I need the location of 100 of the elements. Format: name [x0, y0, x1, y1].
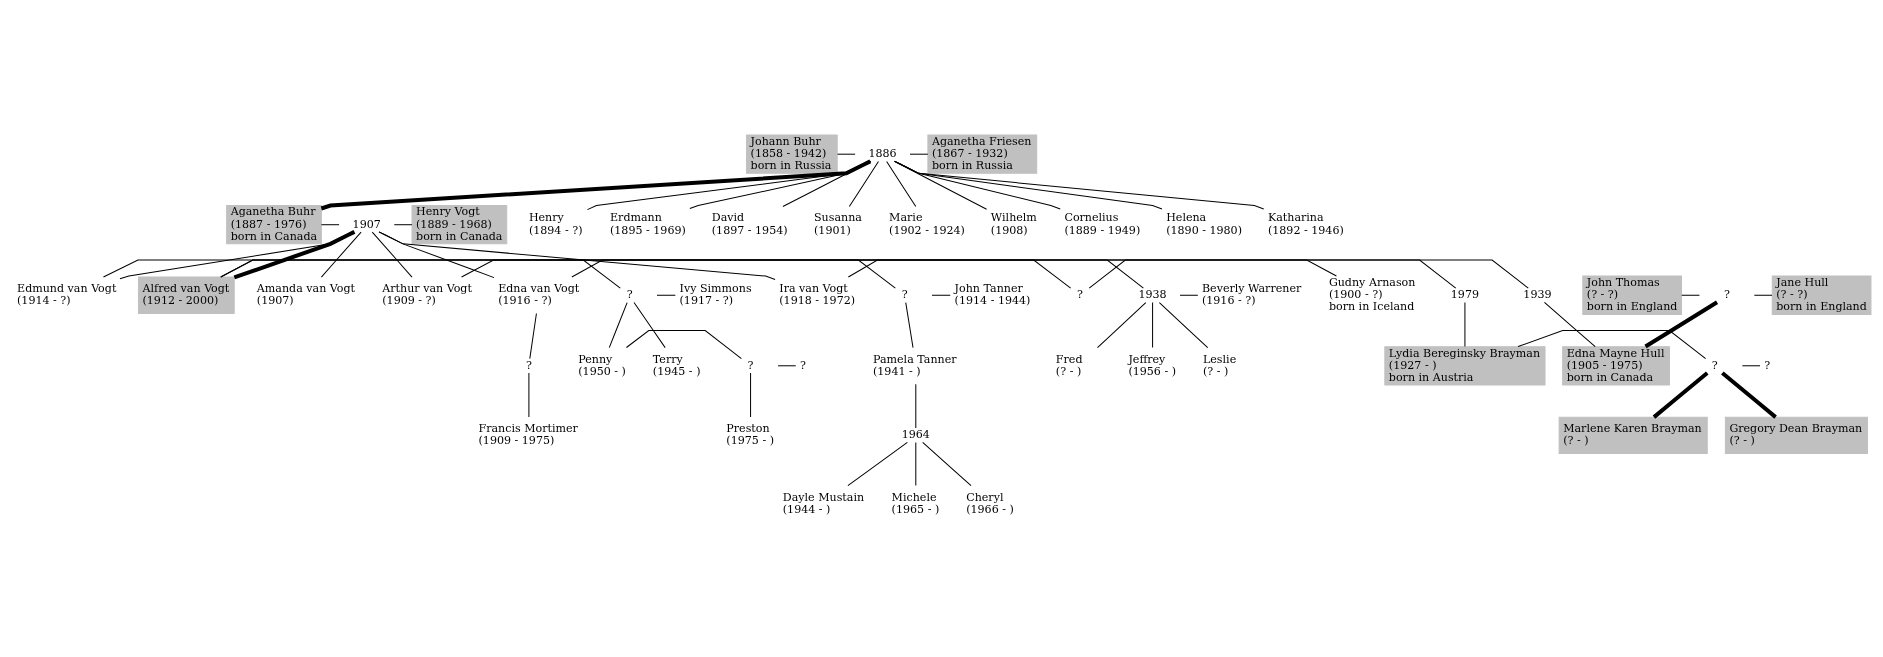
connector: [1741, 365, 1760, 367]
node-text: Ira van Vogt (1918 - 1972): [778, 282, 855, 308]
node-text: 1938: [1137, 288, 1167, 302]
node-text: Preston (1975 - ): [725, 422, 774, 448]
node-text: 1979: [1450, 288, 1479, 302]
connector: [893, 160, 987, 210]
connector: [1720, 371, 1777, 419]
node-box: Johann Buhr (1858 - 1942) born in Russia: [745, 134, 838, 174]
node-text: Terry (1945 - ): [652, 352, 700, 378]
node-text: Henry (1894 - ?): [528, 211, 582, 237]
node-text: Francis Mortimer (1909 - 1975): [478, 422, 578, 448]
connector: [528, 313, 537, 360]
connector: [371, 231, 412, 278]
connector: [846, 441, 908, 487]
node-text: Helena (1890 - 1980): [1165, 211, 1242, 237]
connector: [1543, 301, 1596, 348]
connector: [633, 302, 666, 349]
node-text: ?: [799, 358, 806, 372]
node-text: Edna van Vogt (1916 - ?): [497, 282, 579, 308]
connector: [656, 294, 676, 296]
connector: [377, 231, 776, 280]
connector: [781, 160, 871, 208]
connector: [931, 294, 951, 296]
connector: [320, 224, 340, 226]
connector: [586, 160, 871, 211]
connector: [102, 259, 621, 289]
node-text: Cheryl (1966 - ): [965, 490, 1014, 516]
node-text: ?: [1723, 288, 1730, 302]
connector: [1158, 302, 1208, 349]
node-text: ?: [1076, 288, 1083, 302]
connector: [118, 231, 355, 280]
node-box: Marlene Karen Brayman (? - ): [1558, 416, 1708, 454]
connector: [921, 441, 972, 487]
node-text: Gudny Arnason (1900 - ?) born in Iceland: [1328, 275, 1415, 314]
connector: [460, 259, 1071, 289]
node-text: Erdmann (1895 - 1969): [609, 211, 686, 237]
node-text: ?: [747, 358, 754, 372]
connector: [885, 161, 916, 208]
node-box: Edna Mayne Hull (1905 - 1975) born in Canada: [1561, 346, 1670, 386]
node-text: ?: [1763, 358, 1770, 372]
node-text: 1907: [352, 217, 381, 231]
connector: [1096, 302, 1146, 349]
node-box: Gregory Dean Brayman (? - ): [1724, 416, 1868, 454]
connector: [1088, 259, 1337, 289]
node-text: Susanna (1901): [813, 211, 862, 237]
node-box: John Thomas (? - ?) born in England: [1581, 275, 1682, 315]
node-text: Edmund van Vogt (1914 - ?): [16, 282, 116, 308]
node-text: 1964: [901, 428, 930, 442]
connector: [1151, 302, 1153, 349]
connector: [893, 160, 1162, 210]
node-text: Michele (1965 - ): [891, 490, 939, 516]
node-text: Leslie (? - ): [1202, 352, 1236, 378]
node-text: 1939: [1522, 288, 1552, 302]
node-box: Aganetha Buhr (1887 - 1976) born in Canada: [225, 205, 322, 245]
connector: [847, 259, 1144, 289]
connector: [893, 160, 1264, 210]
connector: [836, 153, 856, 155]
connector: [909, 153, 928, 155]
node-text: Fred (? - ): [1055, 352, 1082, 378]
connector: [608, 302, 628, 349]
connector: [914, 383, 916, 429]
node-text: 1886: [867, 147, 897, 161]
node-text: Penny (1950 - ): [577, 352, 626, 378]
node-text: Wilhelm (1908): [990, 211, 1037, 237]
node-text: Beverly Warrener (1916 - ?): [1201, 282, 1301, 308]
connector: [777, 365, 796, 367]
node-text: Marie (1902 - 1924): [888, 211, 965, 237]
connector: [904, 302, 914, 349]
node-box: Henry Vogt (1889 - 1968) born in Canada: [411, 205, 507, 245]
connector: [1517, 330, 1706, 360]
connector: [393, 224, 412, 226]
node-text: Dayle Mustain (1944 - ): [782, 490, 864, 516]
connector: [688, 160, 871, 210]
node-text: ?: [525, 358, 532, 372]
connector: [625, 330, 742, 360]
node-text: Ivy Simmons (1917 - ?): [679, 282, 752, 308]
connector: [570, 259, 896, 289]
node-box: Jane Hull (? - ?) born in England: [1771, 275, 1871, 315]
connector: [233, 230, 355, 280]
connector: [848, 161, 879, 208]
node-box: Aganetha Friesen (1867 - 1932) born in Russia: [926, 134, 1037, 174]
connector: [320, 231, 362, 278]
connector: [320, 159, 871, 211]
node-text: Jeffrey (1956 - ): [1127, 352, 1176, 378]
connector: [749, 372, 751, 418]
connector: [1652, 371, 1709, 419]
node-text: David (1897 - 1954): [711, 211, 788, 237]
node-text: Pamela Tanner (1941 - ): [872, 352, 957, 378]
node-text: Arthur van Vogt (1909 - ?): [381, 282, 472, 308]
connector: [893, 160, 1061, 210]
node-text: ?: [901, 288, 908, 302]
node-text: Katharina (1892 - 1946): [1267, 211, 1344, 237]
node-text: Amanda van Vogt (1907): [256, 282, 355, 308]
connector: [1643, 300, 1718, 349]
connector: [1179, 294, 1198, 296]
connector: [914, 441, 916, 487]
node-text: ?: [626, 288, 633, 302]
node-box: Lydia Bereginsky Brayman (1927 - ) born in Austria: [1383, 346, 1546, 386]
node-box: Alfred van Vogt (1912 - 2000): [137, 276, 235, 314]
node-text: ?: [1711, 358, 1718, 372]
